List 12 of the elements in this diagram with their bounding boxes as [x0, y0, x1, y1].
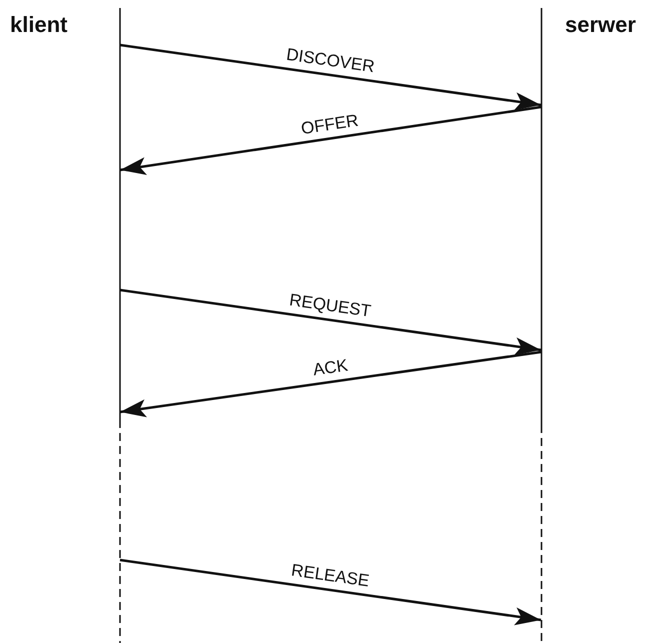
message-arrow: [120, 288, 542, 356]
message-arrow: [120, 106, 542, 176]
message-label: REQUEST: [288, 290, 372, 322]
message-label: RELEASE: [290, 560, 370, 592]
message-label: ACK: [311, 356, 349, 380]
message-label: OFFER: [300, 110, 360, 139]
participant-label: klient: [10, 12, 68, 38]
message-arrow: [120, 350, 542, 418]
message-arrow: [120, 44, 542, 110]
message-label: DISCOVER: [284, 44, 376, 78]
participant-label: serwer: [565, 12, 636, 38]
message-arrow: [120, 558, 542, 626]
